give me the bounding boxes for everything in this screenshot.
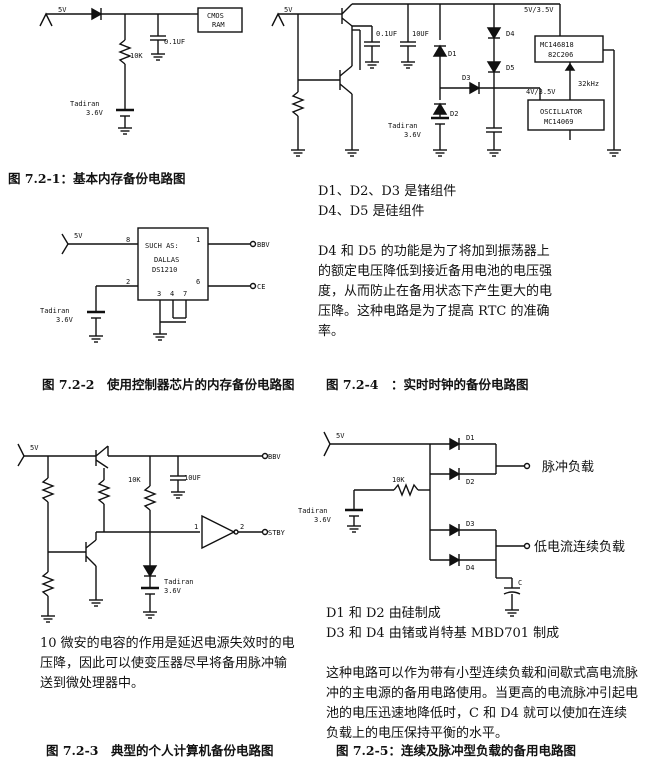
fig4-osc-label-2: MC14069	[544, 118, 574, 126]
fig1-schematic	[39, 7, 243, 135]
fig3-bat-label: Tadiran	[164, 578, 194, 586]
fig5-res-label: 10K	[392, 476, 405, 484]
fig5-continuous-load-label: 低电流连续负载	[534, 540, 626, 555]
fig1-caption: 图 7.2-1：基本内存备份电路图	[8, 171, 186, 186]
fig5-note-line1: D1 和 D2 由硅制成	[326, 606, 441, 621]
fig4-cap1-label: 0.1UF	[376, 30, 397, 38]
fig2-chip-label-2: DALLAS	[154, 256, 179, 264]
fig4-khz-label: 32kHz	[578, 80, 599, 88]
fig2-bat-volt: 3.6V	[56, 316, 74, 324]
fig4-d2-label: D2	[450, 110, 458, 118]
fig5-caption: 图 7.2-5：连续及脉冲型负载的备用电路图	[336, 743, 576, 758]
fig3-bat-volt: 3.6V	[164, 587, 182, 595]
fig2-ce-label: CE	[257, 283, 265, 291]
fig3-description: 10 微安的电容的作用是延迟电源失效时的电压降，因此可以使变压器尽早将备用脉冲输…	[40, 636, 295, 691]
fig4-d1-label: D1	[448, 50, 456, 58]
fig5-bat-volt: 3.6V	[314, 516, 332, 524]
fig3-5v-label: 5V	[30, 444, 39, 452]
fig5-note-line2: D3 和 D4 由锗或肖特基 MBD701 制成	[326, 626, 560, 641]
fig5-bat-label: Tadiran	[298, 507, 328, 515]
fig3-res-label: 10K	[128, 476, 141, 484]
fig5-description: 这种电路可以作为带有小型连续负载和间歇式高电流脉冲的主电源的备用电路使用。当更高…	[326, 666, 639, 741]
fig5-5v-label: 5V	[336, 432, 345, 440]
fig1-ram-label: RAM	[212, 21, 225, 29]
fig1-cap-label: 0.1UF	[164, 38, 185, 46]
fig4-note-line1: D1、D2、D3 是锗组件	[318, 184, 457, 199]
fig4-osc-label: OSCILLATOR	[540, 108, 583, 116]
fig3-caption: 图 7.2-3 典型的个人计算机备份电路图	[46, 743, 274, 758]
fig1-bat-label: Tadiran	[70, 100, 100, 108]
fig2-pin3: 3	[157, 290, 161, 298]
fig4-bat-volt: 3.6V	[404, 131, 422, 139]
fig3-bbv-label: BBV	[268, 453, 281, 461]
fig5-d2-label: D2	[466, 478, 474, 486]
fig4-d3-label: D3	[462, 74, 470, 82]
fig2-chip-label-3: DS1210	[152, 266, 177, 274]
fig2-pin6: 6	[196, 278, 200, 286]
fig3-stby-label: STBY	[268, 529, 286, 537]
fig3-schematic	[17, 443, 269, 623]
fig4-note-line2: D4、D5 是硅组件	[318, 204, 425, 219]
fig5-schematic	[323, 431, 531, 617]
fig2-5v-label: 5V	[74, 232, 83, 240]
fig2-caption: 图 7.2-2 使用控制器芯片的内存备份电路图	[42, 377, 295, 392]
fig4-5v-label: 5V	[284, 6, 293, 14]
fig1-cmos-label: CMOS	[207, 12, 224, 20]
fig2-pin7: 7	[183, 290, 187, 298]
fig4-chip-label: MC146818	[540, 41, 574, 49]
fig2-pin2: 2	[126, 278, 130, 286]
fig5-d4-label: D4	[466, 564, 474, 572]
fig2-bat-label: Tadiran	[40, 307, 70, 315]
fig5-c-label: C	[518, 579, 522, 587]
fig3-cap-label: 10UF	[184, 474, 201, 482]
fig2-pin8: 8	[126, 236, 130, 244]
fig4-vbus-label: 5V/3.5V	[524, 6, 554, 14]
fig4-description: D4 和 D5 的功能是为了将加到振荡器上的额定电压降低到接近备用电池的电压强度…	[318, 244, 553, 339]
fig3-pin2: 2	[240, 523, 244, 531]
fig2-schematic	[61, 227, 257, 343]
fig5-pulse-load-label: 脉冲负载	[542, 460, 595, 475]
fig4-cap2-label: 10UF	[412, 30, 429, 38]
fig1-5v-label: 5V	[58, 6, 67, 14]
fig4-schematic	[271, 3, 622, 157]
fig4-chip-label-2: 82C206	[548, 51, 573, 59]
fig2-pin4: 4	[170, 290, 174, 298]
fig2-bbv-label: BBV	[257, 241, 270, 249]
fig2-pin1: 1	[196, 236, 200, 244]
fig4-bat-label: Tadiran	[388, 122, 418, 130]
fig1-bat-volt: 3.6V	[86, 109, 104, 117]
fig5-d1-label: D1	[466, 434, 474, 442]
fig3-pin1: 1	[194, 523, 198, 531]
fig5-d3-label: D3	[466, 520, 474, 528]
fig4-d5-label: D5	[506, 64, 514, 72]
fig1-res-label: 10K	[130, 52, 143, 60]
fig2-chip-label: SUCH AS:	[145, 242, 179, 250]
fig4-vbus2-label: 4V/3.5V	[526, 88, 556, 96]
fig4-d4-label: D4	[506, 30, 514, 38]
fig4-caption: 图 7.2-4 ：实时时钟的备份电路图	[326, 377, 529, 392]
